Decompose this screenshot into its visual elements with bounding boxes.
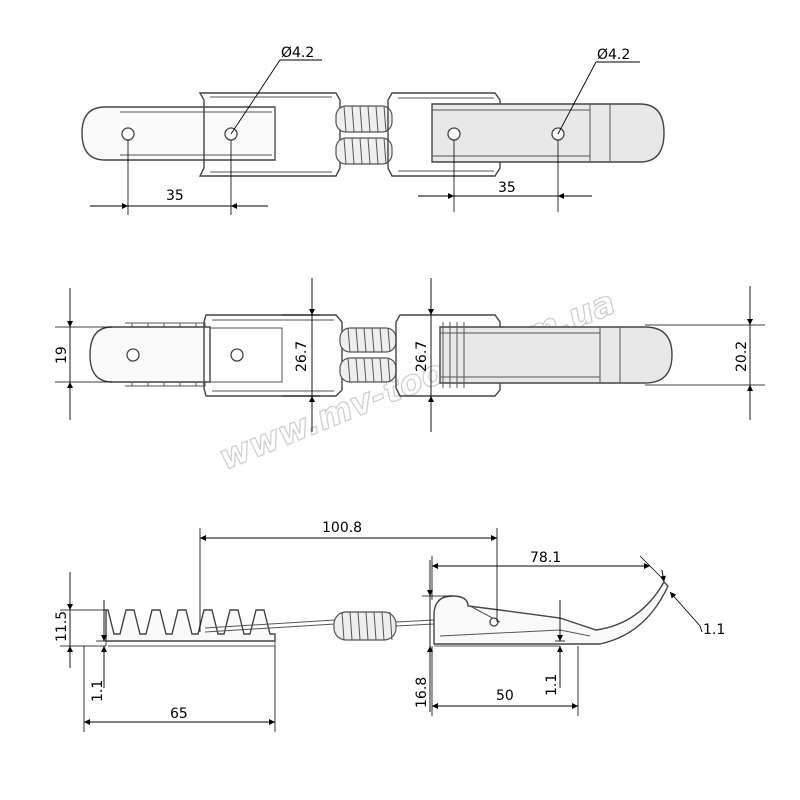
side-spring	[333, 611, 397, 641]
top-spring-lower	[335, 137, 393, 165]
dim-mid-width-left: 19	[54, 346, 70, 364]
dim-mid-frame-right: 26.7	[414, 341, 430, 372]
dim-side-plate-left: 1.1	[90, 680, 106, 702]
top-right-hole-1	[447, 127, 461, 141]
dim-side-latch-height: 16.8	[414, 677, 430, 708]
dim-mid-width-right: 20.2	[734, 341, 750, 372]
mid-right-latch	[439, 326, 673, 384]
dim-top-pitch-left: 35	[166, 188, 184, 204]
dim-top-hole-left: Ø4.2	[281, 45, 314, 61]
top-left-hole-1	[121, 127, 135, 141]
mid-left-hole-1	[126, 348, 140, 362]
middle-view: 19 26.7 26.7 20.2	[54, 278, 765, 432]
side-latch-body	[433, 580, 669, 645]
top-spring-upper	[335, 105, 393, 133]
top-right-latch	[431, 103, 665, 163]
dim-top-hole-right: Ø4.2	[597, 47, 630, 63]
dim-side-height: 11.5	[54, 611, 70, 642]
top-view: Ø4.2 Ø4.2 35 35	[81, 45, 665, 215]
dim-top-pitch-right: 35	[498, 180, 516, 196]
dim-side-base-right: 50	[496, 688, 514, 704]
dim-side-plate-mid: 1.1	[544, 674, 560, 696]
mid-right-frame	[395, 314, 501, 397]
dim-side-plate-right: 1.1	[703, 622, 725, 638]
side-latch-pivot	[489, 617, 499, 627]
side-view: 100.8 78.1 1.1 11.5 1.1 65 16.8	[54, 520, 725, 732]
dim-side-latch-length: 78.1	[530, 550, 561, 566]
side-left-strip	[105, 609, 276, 642]
dim-side-total: 100.8	[322, 520, 362, 536]
mid-spring-upper	[339, 327, 397, 353]
mid-spring-lower	[339, 357, 397, 383]
dim-mid-frame-left: 26.7	[294, 341, 310, 372]
mid-left-hole-2	[230, 348, 244, 362]
dim-side-base-left: 65	[170, 706, 188, 722]
top-right-frame	[387, 92, 501, 177]
mid-left-frame	[203, 314, 343, 397]
top-left-plate	[81, 106, 276, 161]
top-left-frame	[198, 92, 341, 177]
mid-left-plate	[89, 326, 211, 383]
